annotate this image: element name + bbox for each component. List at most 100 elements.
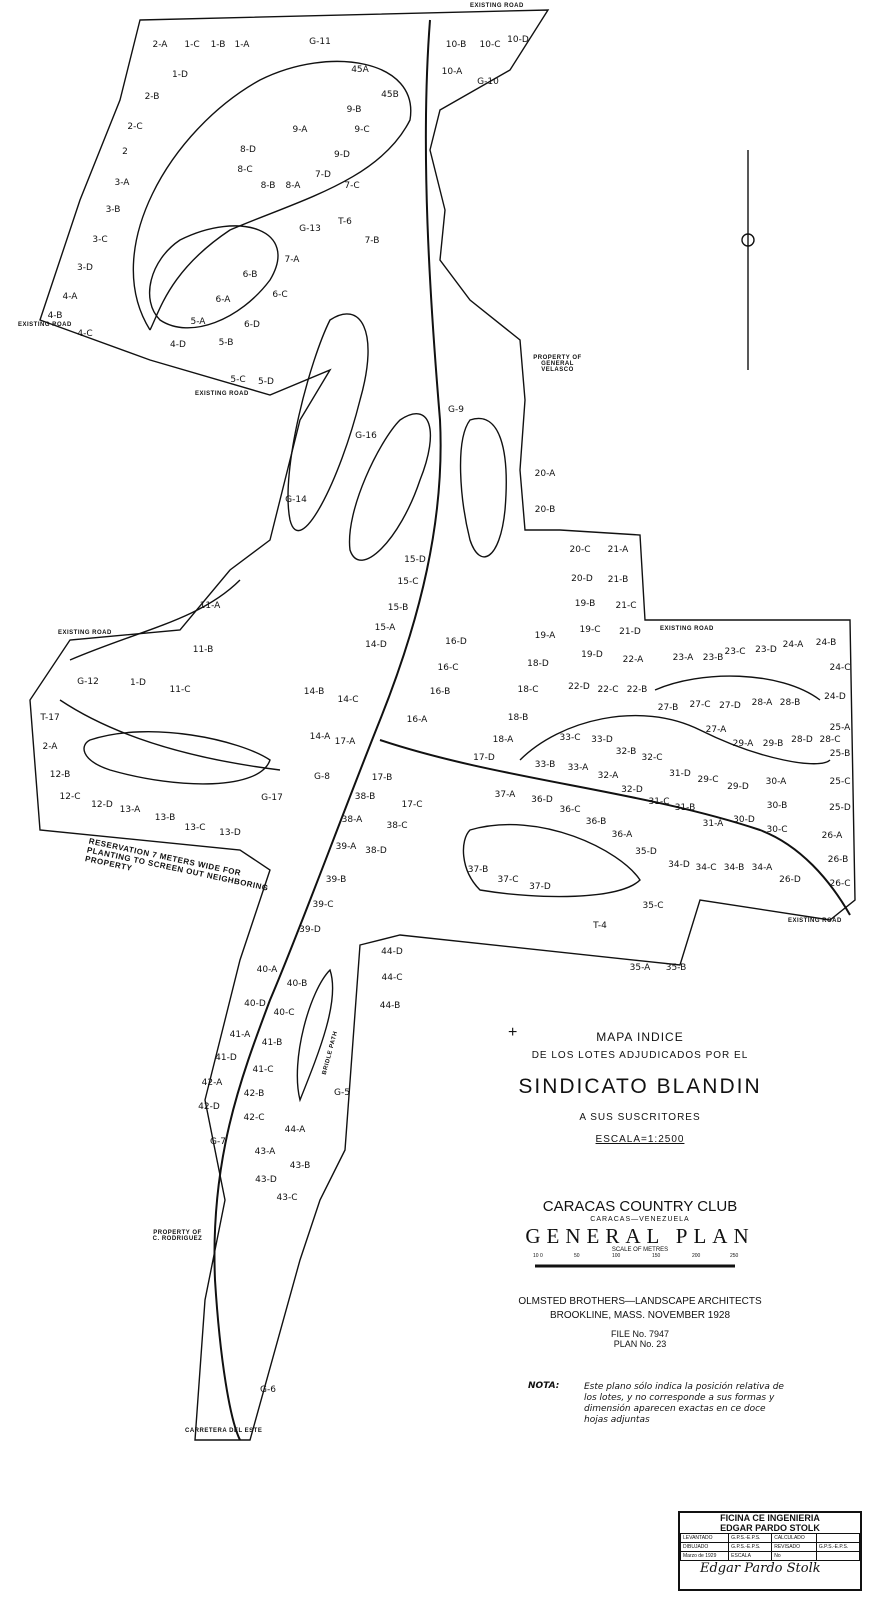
lot-label: 11-B: [192, 645, 214, 655]
lot-label: 42-B: [243, 1089, 265, 1099]
lot-label: 38-A: [341, 815, 363, 825]
lot-label: 21-A: [607, 545, 629, 555]
lot-label: 21-D: [619, 627, 641, 637]
stamp-cell: DIBUJADO: [679, 1542, 730, 1552]
lot-label: 40-B: [286, 979, 308, 989]
scale-tick: 150: [652, 1253, 661, 1259]
lot-label: G-16: [355, 431, 377, 441]
lot-label: 24-D: [824, 692, 846, 702]
road-east: [379, 739, 851, 916]
lot-label: 1-D: [172, 70, 188, 80]
stamp-office: FICINA CE INGENIERIA: [720, 1513, 820, 1523]
lot-label: 31-D: [669, 769, 691, 779]
lot-label: 22-C: [597, 685, 619, 695]
lot-label: 18-C: [517, 685, 539, 695]
lot-label: 17-D: [473, 753, 495, 763]
lot-label: 44-C: [381, 973, 403, 983]
lot-label: 8-A: [285, 181, 301, 191]
lot-label: 34-D: [668, 860, 690, 870]
lot-label: 22-A: [622, 655, 644, 665]
property-rodriguez-label: PROPERTY OF C. RODRIGUEZ: [152, 1230, 203, 1242]
lot-label: 25-C: [829, 777, 851, 787]
stamp-cell: CALCULADO: [771, 1533, 817, 1543]
office-stamp: FICINA CE INGENIERIA EDGAR PARDO STOLK L…: [678, 1511, 862, 1591]
existing-road-label: EXISTING ROAD: [788, 918, 842, 924]
lot-label: 10-A: [441, 67, 463, 77]
lot-label: 15-B: [387, 603, 409, 613]
lot-label: 32-A: [597, 771, 619, 781]
lot-label: 30-A: [765, 777, 787, 787]
lot-label: 16-A: [406, 715, 428, 725]
lot-label: 9-A: [292, 125, 308, 135]
scale-tick: 200: [692, 1253, 701, 1259]
stamp-name: EDGAR PARDO STOLK: [720, 1523, 820, 1533]
lot-label: 18-A: [492, 735, 514, 745]
lot-label: 33-D: [591, 735, 613, 745]
club-location: CARACAS—VENEZUELA: [590, 1216, 690, 1223]
nota-text: Este plano sólo indica la posición relat…: [584, 1382, 784, 1425]
lot-label: 29-A: [732, 739, 754, 749]
lot-label: 25-D: [829, 803, 851, 813]
lot-label: 40-C: [273, 1008, 295, 1018]
carretera-label: CARRETERA DEL ESTE: [185, 1428, 263, 1434]
lot-label: 33-A: [567, 763, 589, 773]
lot-label: 37-C: [497, 875, 519, 885]
scale-text: ESCALA=1:2500: [595, 1134, 685, 1145]
lot-label: G-8: [314, 772, 330, 782]
lot-label: 41-D: [215, 1053, 237, 1063]
lot-label: 24-B: [815, 638, 837, 648]
lot-label: 19-C: [579, 625, 601, 635]
lot-label: 29-B: [762, 739, 784, 749]
lot-label: 36-A: [611, 830, 633, 840]
lot-label: 10-D: [507, 35, 529, 45]
lot-label: 4-B: [47, 311, 63, 321]
lot-label: 26-A: [821, 831, 843, 841]
lot-label: 4-C: [77, 329, 93, 339]
lot-label: G-9: [448, 405, 464, 415]
lot-label: 44-B: [379, 1001, 401, 1011]
lot-label: 3-C: [92, 235, 108, 245]
stamp-cell: G.P.S.-E.P.S.: [728, 1542, 773, 1552]
lot-label: 28-A: [751, 698, 773, 708]
lot-label: 3-B: [105, 205, 121, 215]
lot-label: 32-D: [621, 785, 643, 795]
lot-label: 11-A: [199, 601, 221, 611]
lot-label: 9-C: [354, 125, 370, 135]
lot-label: 3-D: [77, 263, 93, 273]
lot-label: 2-A: [42, 742, 58, 752]
scale-tick: 10 0: [533, 1253, 543, 1259]
lot-label: 18-B: [507, 713, 529, 723]
lot-label: 34-B: [723, 863, 745, 873]
title-line-4: A SUS SUSCRITORES: [579, 1112, 701, 1123]
road-loop-east: [519, 675, 831, 765]
lot-label: G-7: [210, 1137, 226, 1147]
lot-label: 5-C: [230, 375, 246, 385]
nota-label: NOTA:: [528, 1381, 560, 1391]
lot-label: 6-C: [272, 290, 288, 300]
lot-label: 22-D: [568, 682, 590, 692]
lot-label: 44-D: [381, 947, 403, 957]
lot-label: 32-C: [641, 753, 663, 763]
lot-label: 2-A: [152, 40, 168, 50]
lot-label: 36-B: [585, 817, 607, 827]
lot-label: 25-B: [829, 749, 851, 759]
lot-label: 21-B: [607, 575, 629, 585]
lot-label: 31-C: [648, 797, 670, 807]
lot-label: 5-A: [190, 317, 206, 327]
lot-label: 6-A: [215, 295, 231, 305]
scale-tick: 100: [612, 1253, 621, 1259]
lot-label: 32-B: [615, 747, 637, 757]
lot-label: G-5: [334, 1088, 350, 1098]
existing-road-label: EXISTING ROAD: [470, 3, 524, 9]
lot-label: 2-C: [127, 122, 143, 132]
lot-label: 23-C: [724, 647, 746, 657]
main-road: [213, 19, 442, 1441]
lot-label: 40-A: [256, 965, 278, 975]
club-name: CARACAS COUNTRY CLUB: [542, 1198, 738, 1215]
lot-label: 34-A: [751, 863, 773, 873]
lot-label: G-17: [261, 793, 283, 803]
lot-label: 16-D: [445, 637, 467, 647]
lot-label: 41-C: [252, 1065, 274, 1075]
